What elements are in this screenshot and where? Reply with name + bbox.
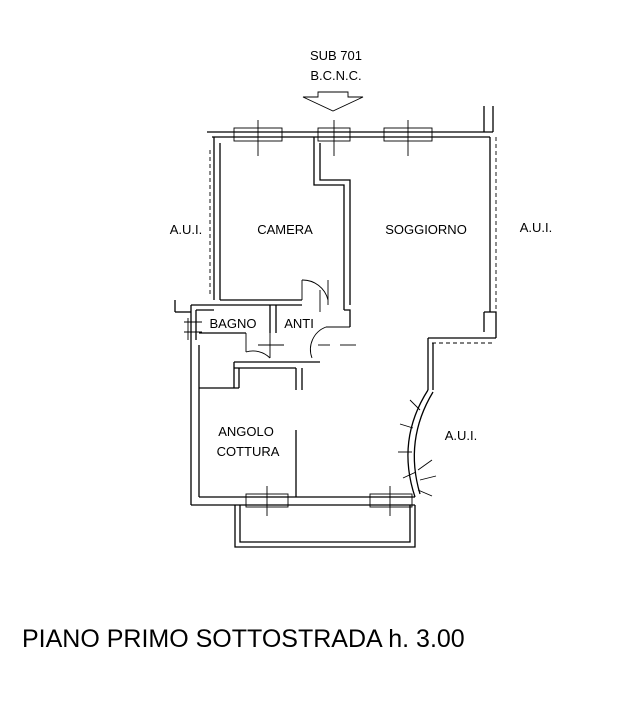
internal-walls [199, 137, 351, 497]
room-label-anti: ANTI [284, 316, 314, 331]
room-label-bagno: BAGNO [210, 316, 257, 331]
bcnc-label: B.C.N.C. [310, 68, 361, 83]
room-label-cottura: COTTURA [217, 444, 280, 459]
room-label-camera: CAMERA [257, 222, 313, 237]
aui-left-label: A.U.I. [170, 222, 203, 237]
aui-lower-label: A.U.I. [445, 428, 478, 443]
outer-walls [174, 106, 497, 548]
entrance-arrow-icon [302, 91, 364, 112]
aui-right-label: A.U.I. [520, 220, 553, 235]
room-label-angolo: ANGOLO [218, 424, 274, 439]
bottom-windows [245, 486, 413, 516]
doors [245, 279, 356, 359]
top-windows [233, 120, 433, 156]
room-label-soggiorno: SOGGIORNO [385, 222, 467, 237]
bathroom-window [184, 318, 202, 340]
bay-window [398, 389, 437, 498]
sub-label: SUB 701 [310, 48, 362, 63]
plan-title: PIANO PRIMO SOTTOSTRADA h. 3.00 [22, 625, 465, 653]
